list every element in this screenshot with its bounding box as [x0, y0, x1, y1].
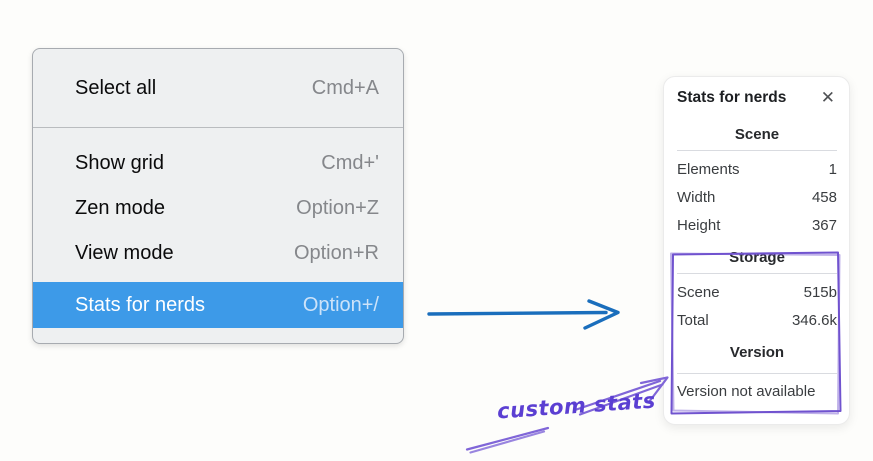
stat-label: Total	[677, 311, 709, 329]
stat-row: Width 458	[677, 183, 837, 211]
stat-value: 367	[811, 216, 837, 234]
stat-label: Scene	[677, 283, 720, 301]
menu-item-view-mode[interactable]: View mode Option+R	[33, 231, 403, 276]
stat-value: 1	[828, 160, 837, 178]
menu-item-shortcut: Option+Z	[296, 197, 379, 219]
context-menu: Select all Cmd+A Show grid Cmd+' Zen mod…	[32, 48, 404, 344]
menu-item-select-all[interactable]: Select all Cmd+A	[33, 49, 403, 127]
menu-item-shortcut: Option+/	[302, 293, 379, 316]
stat-row: Height 367	[677, 211, 837, 239]
menu-item-shortcut: Option+R	[293, 242, 379, 264]
stats-panel-title: Stats for nerds	[677, 88, 787, 106]
menu-divider	[33, 127, 403, 128]
stats-section-scene: Scene Elements 1 Width 458 Height 367	[677, 126, 837, 239]
menu-item-shortcut: Cmd+A	[311, 76, 379, 99]
stat-value: 515b	[803, 283, 837, 301]
section-heading: Storage	[729, 249, 785, 266]
stat-value: 346.6k	[791, 311, 837, 329]
menu-item-label: Select all	[75, 76, 157, 99]
section-divider	[677, 273, 837, 274]
menu-item-label: Zen mode	[75, 197, 166, 219]
custom-stats-annotation-label: custom stats	[496, 388, 657, 424]
stat-row: Total 346.6k	[677, 306, 837, 334]
stats-panel: Stats for nerds ✕ Scene Elements 1 Width…	[663, 76, 850, 425]
stat-label: Elements	[677, 160, 740, 178]
section-divider	[677, 150, 837, 151]
stats-section-version: Version Version not available	[677, 344, 837, 404]
stat-row: Elements 1	[677, 155, 837, 183]
stats-panel-header: Stats for nerds ✕	[677, 88, 837, 107]
menu-item-label: Show grid	[75, 152, 164, 174]
stat-label: Width	[677, 188, 716, 206]
menu-item-stats-for-nerds[interactable]: Stats for nerds Option+/	[33, 282, 403, 328]
stat-value: 458	[811, 188, 837, 206]
version-note: Version not available	[677, 382, 816, 400]
stat-row: Scene 515b	[677, 278, 837, 306]
section-heading: Scene	[734, 126, 780, 143]
custom-stats-arrow	[465, 376, 669, 454]
menu-item-label: Stats for nerds	[75, 293, 206, 316]
menu-item-shortcut: Cmd+'	[321, 152, 379, 174]
section-divider	[677, 373, 837, 374]
menu-item-zen-mode[interactable]: Zen mode Option+Z	[33, 186, 403, 231]
blue-arrow	[427, 299, 620, 330]
menu-item-label: View mode	[75, 242, 174, 264]
stat-label: Height	[677, 216, 721, 234]
close-icon[interactable]: ✕	[820, 88, 835, 107]
section-heading: Version	[729, 344, 785, 361]
menu-item-show-grid[interactable]: Show grid Cmd+'	[33, 141, 403, 186]
stats-section-storage: Storage Scene 515b Total 346.6k	[677, 249, 837, 334]
menu-group: Show grid Cmd+' Zen mode Option+Z View m…	[33, 128, 403, 343]
